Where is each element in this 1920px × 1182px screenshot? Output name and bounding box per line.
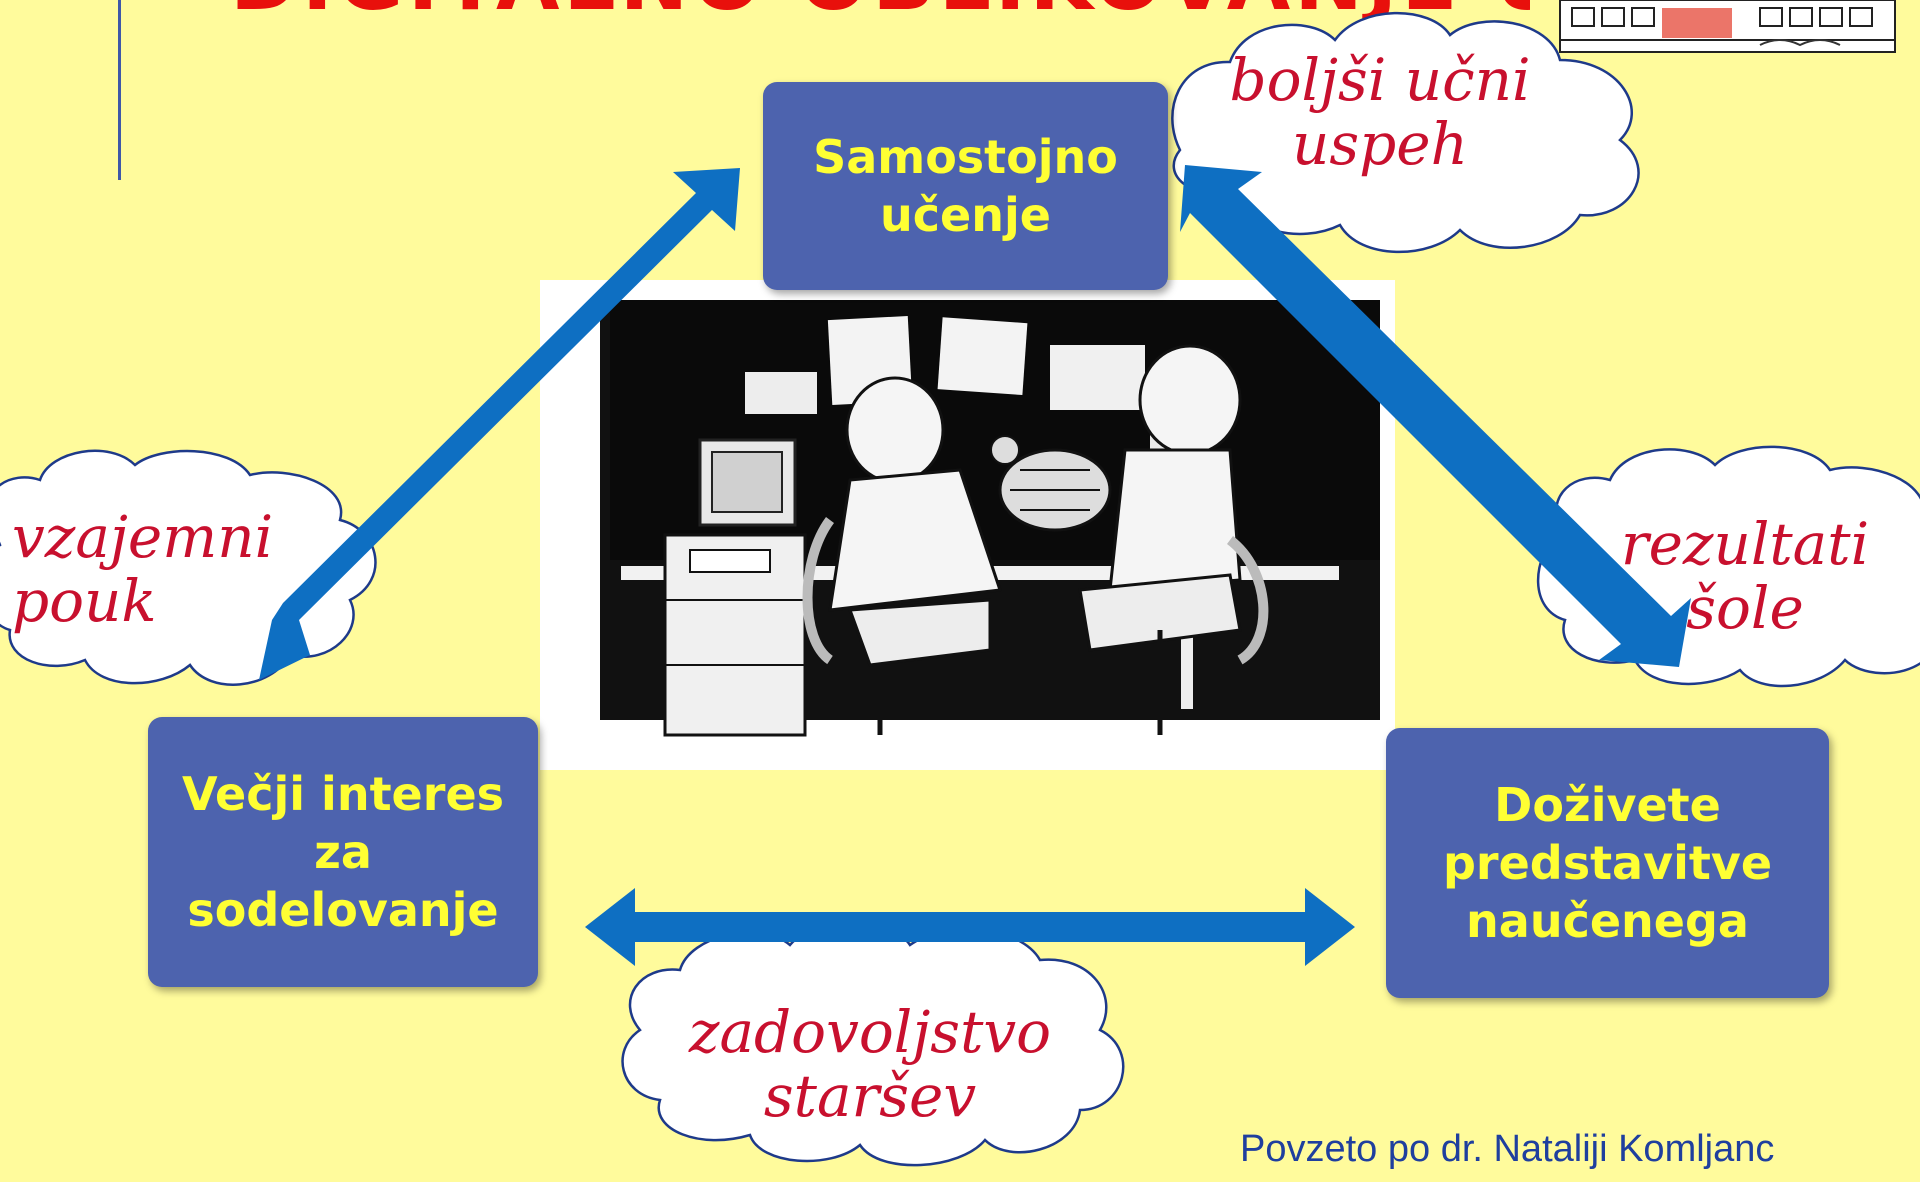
- school-building-icon: [1559, 0, 1896, 53]
- arrow-top-left: [259, 168, 740, 680]
- cloud-top: [1171, 11, 1640, 254]
- box-vecji-interes: Večji interes za sodelovanje: [148, 717, 538, 987]
- arrow-top-right: [1180, 165, 1691, 667]
- box-samostojno-ucenje: Samostojno učenje: [763, 82, 1168, 290]
- left-divider-line: [118, 0, 121, 180]
- cloud-label-top: boljši učni uspeh: [1229, 46, 1531, 178]
- slide-title: DIGITALNO OBLIKOVANJE UČENJA: [230, 0, 1530, 22]
- source-credit: Povzeto po dr. Nataliji Komljanc: [1240, 1128, 1775, 1170]
- arrow-bottom: [585, 888, 1355, 966]
- classroom-illustration: [540, 280, 1395, 770]
- box-dozivete-predstavitve: Doživete predstavitve naučenega: [1386, 728, 1829, 998]
- cloud-label-left: vzajemni pouk: [12, 503, 274, 635]
- cloud-label-right: rezultati šole: [1620, 510, 1870, 642]
- cloud-label-bottom: zadovoljstvo staršev: [688, 998, 1052, 1130]
